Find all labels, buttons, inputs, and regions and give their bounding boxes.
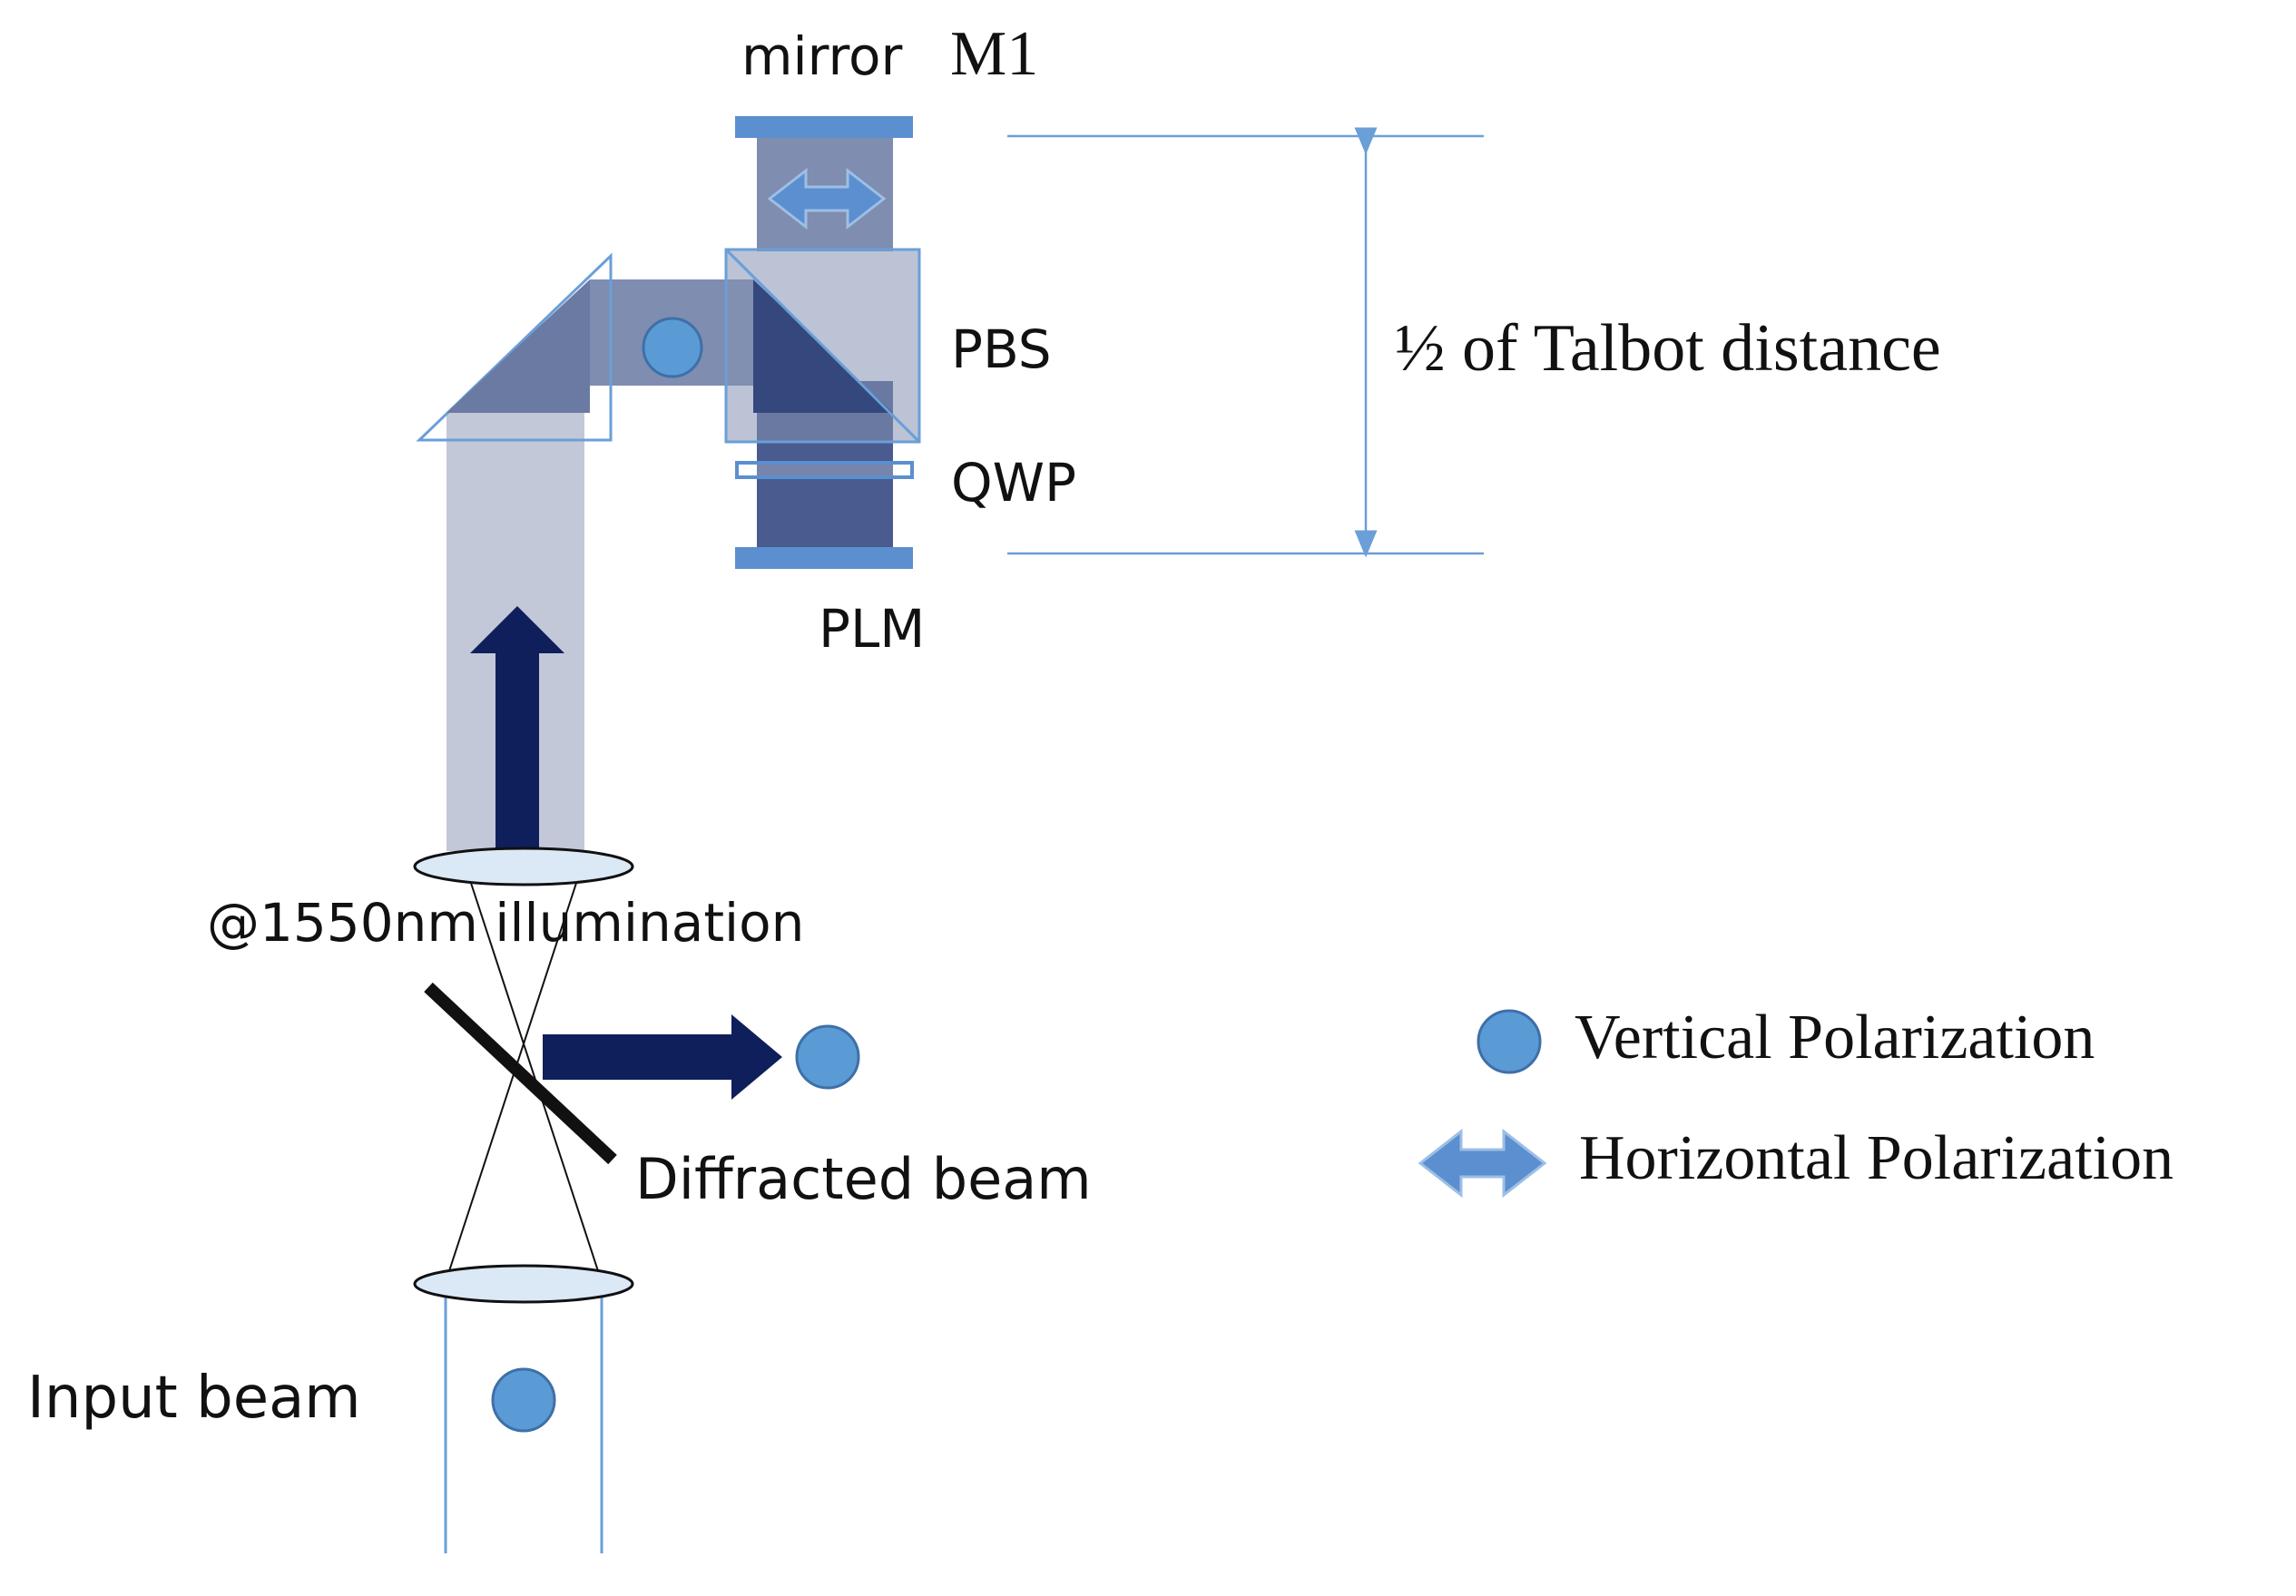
horizontal-polarization-icon [767,167,887,230]
legend-vertical-label: Vertical Polarization [1575,1003,2095,1072]
diffracted-label: Diffracted beam [635,1146,1092,1212]
lower-lens [413,1264,634,1304]
right-angle-prism [416,252,613,442]
plm-label: PLM [819,598,925,660]
qwp-label: QWP [951,452,1076,514]
vertical-polarization-icon [642,317,703,378]
talbot-dimension [1007,127,1484,558]
legend-horizontal-icon [1418,1128,1547,1199]
quarter-wave-plate [735,461,914,479]
m1-label: M1 [950,19,1038,89]
mirror-m1 [735,116,913,138]
pbs-label: PBS [951,318,1052,380]
plm-element [735,547,913,569]
pbs-cube [724,248,921,444]
diffracted-arrow [543,1014,782,1100]
upper-lens [413,847,634,886]
input-polarization-icon [491,1367,556,1433]
focusing-cone [445,868,603,1283]
diffracted-polarization-icon [795,1024,860,1090]
input-label: Input beam [27,1365,361,1432]
grating [424,982,617,1165]
talbot-label: ½ of Talbot distance [1395,311,1941,386]
legend-horizontal-label: Horizontal Polarization [1579,1123,2173,1193]
legend: Vertical Polarization Horizontal Polariz… [1418,1003,2173,1199]
legend-vertical-icon [1477,1009,1542,1074]
input-beam [444,1287,603,1553]
mirror-label: mirror [741,25,902,87]
illumination-label: @1550nm illumination [207,892,804,954]
upward-arrow [470,606,564,851]
